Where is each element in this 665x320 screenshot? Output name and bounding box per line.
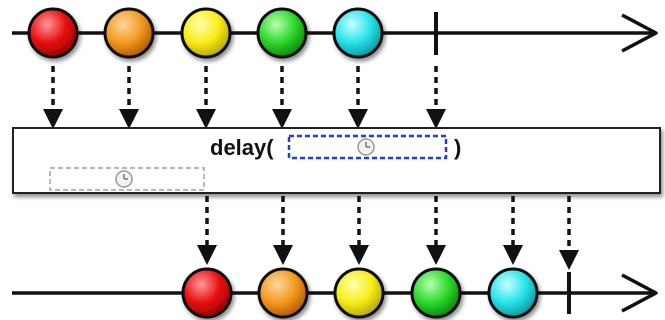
result-marble-cyan bbox=[487, 267, 539, 319]
operator-box bbox=[12, 127, 661, 194]
result-timeline bbox=[12, 267, 658, 319]
source-marble-yellow bbox=[180, 7, 232, 59]
result-marble-green bbox=[410, 267, 462, 319]
input-arrows bbox=[43, 66, 446, 129]
result-marbles bbox=[181, 267, 539, 319]
input-arrow bbox=[272, 66, 292, 129]
output-arrow bbox=[426, 196, 446, 265]
source-marble-green bbox=[256, 7, 308, 59]
source-marble-red bbox=[27, 7, 79, 59]
operator-label: delay( bbox=[210, 135, 274, 160]
clock-icon bbox=[115, 170, 133, 188]
output-arrows bbox=[197, 196, 579, 270]
result-marble-red bbox=[181, 267, 233, 319]
output-arrow bbox=[349, 196, 369, 265]
output-arrow bbox=[273, 196, 293, 265]
output-arrow bbox=[197, 196, 217, 265]
source-marbles bbox=[27, 7, 384, 59]
output-arrow bbox=[503, 196, 523, 265]
source-marble-orange bbox=[103, 7, 155, 59]
duration-selector-box bbox=[287, 134, 448, 160]
input-arrow bbox=[196, 66, 216, 129]
result-marble-yellow bbox=[333, 267, 385, 319]
input-arrow bbox=[119, 66, 139, 129]
input-arrow bbox=[43, 66, 63, 129]
operator-box-frame bbox=[12, 127, 661, 194]
completion-output-arrow bbox=[559, 196, 579, 270]
operator-close-paren: ) bbox=[454, 135, 461, 160]
result-timeline-arrowhead bbox=[621, 273, 658, 313]
clock-icon bbox=[357, 138, 375, 156]
completion-input-arrow bbox=[426, 66, 446, 129]
source-marble-cyan bbox=[332, 7, 384, 59]
source-timeline bbox=[12, 7, 658, 59]
delay-duration-box bbox=[49, 167, 205, 191]
result-marble-orange bbox=[257, 267, 309, 319]
input-arrow bbox=[348, 66, 368, 129]
source-timeline-arrowhead bbox=[621, 13, 658, 53]
